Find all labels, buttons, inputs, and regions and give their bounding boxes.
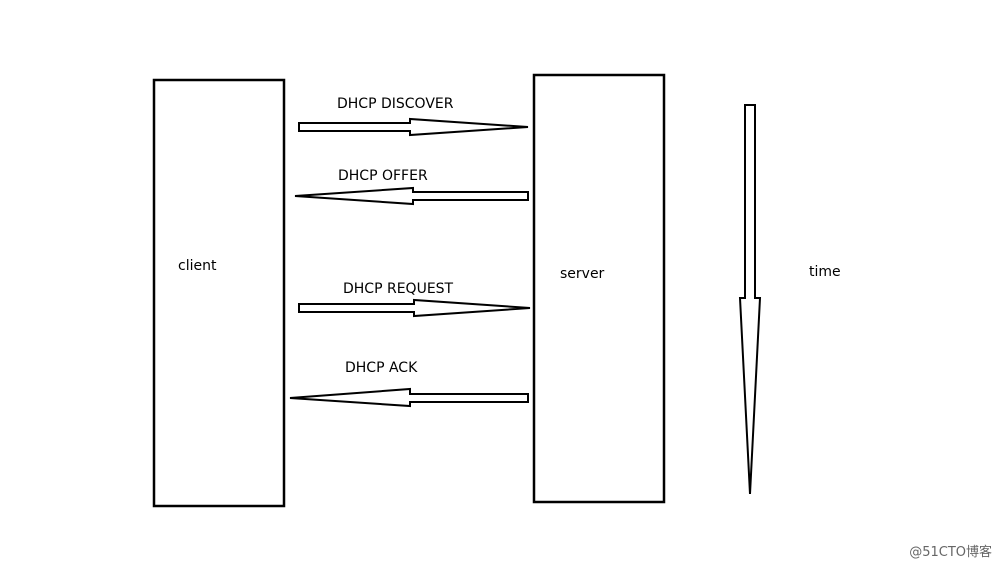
discover-label: DHCP DISCOVER [337, 96, 454, 112]
watermark: @51CTO博客 [909, 545, 992, 560]
request-label: DHCP REQUEST [343, 281, 454, 297]
server-box [532, 73, 666, 504]
client-label: client [178, 258, 217, 274]
ack-arrow [289, 387, 529, 408]
client-box [152, 78, 286, 508]
time-label: time [809, 264, 841, 280]
ack-label: DHCP ACK [345, 360, 418, 376]
discover-arrow [298, 117, 529, 137]
offer-arrow [294, 186, 529, 206]
time-arrow [738, 104, 762, 495]
request-arrow [298, 298, 531, 318]
offer-label: DHCP OFFER [338, 168, 428, 184]
server-label: server [560, 266, 605, 282]
